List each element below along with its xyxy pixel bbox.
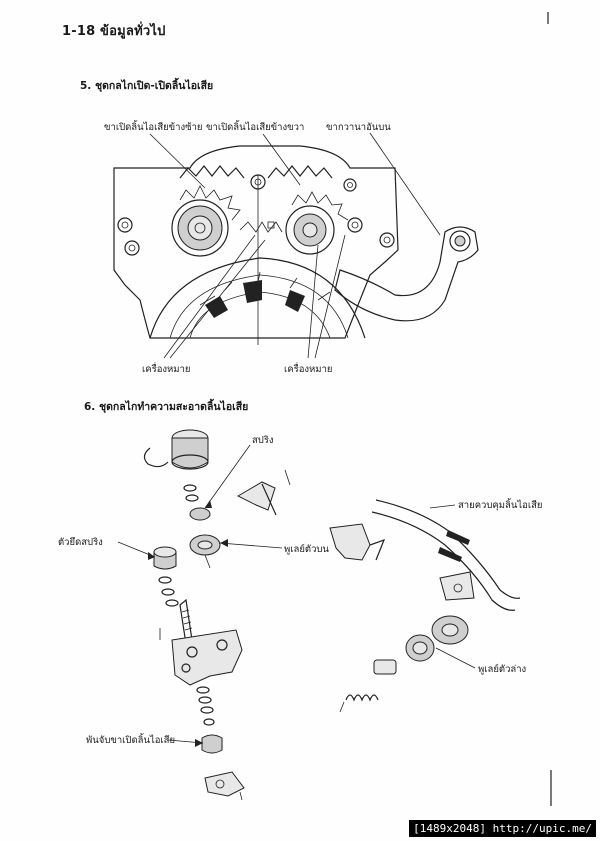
label-arm-holder: พันจับขาเปิดลิ้นไอเสีย	[86, 735, 176, 746]
label-control-cable: สายควบคุมลิ้นไอเสีย	[458, 500, 543, 511]
label-mark-right: เครื่องหมาย	[284, 364, 333, 375]
label-spring-retainer: ตัวยึดสปริง	[58, 537, 103, 548]
section-6-title: 6. ชุดกลไกทำความสะอาดลิ้นไอเสีย	[84, 401, 249, 413]
label-upper-lever: ขากวานาอันบน	[326, 122, 391, 133]
label-mark-left: เครื่องหมาย	[142, 364, 191, 375]
footer-resolution: [1489x2048]	[413, 822, 487, 835]
label-upper-pulley: พูเลย์ตัวบน	[284, 544, 329, 555]
label-lower-pulley: พูเลย์ตัวล่าง	[478, 664, 527, 675]
label-spring: สปริง	[252, 435, 274, 446]
section-5-title: 5. ชุดกลไกเปิด-เปิดลิ้นไอเสีย	[80, 80, 214, 92]
footer-site[interactable]: http://upic.me/	[492, 822, 592, 835]
page-title: 1-18 ข้อมูลทั่วไป	[62, 24, 166, 39]
image-footer: [1489x2048] http://upic.me/	[409, 820, 596, 837]
label-left-valve-arm: ขาเปิดลิ้นไอเสียข้างซ้าย	[104, 122, 203, 133]
label-right-valve-arm: ขาเปิดลิ้นไอเสียข้างขวา	[206, 122, 305, 133]
